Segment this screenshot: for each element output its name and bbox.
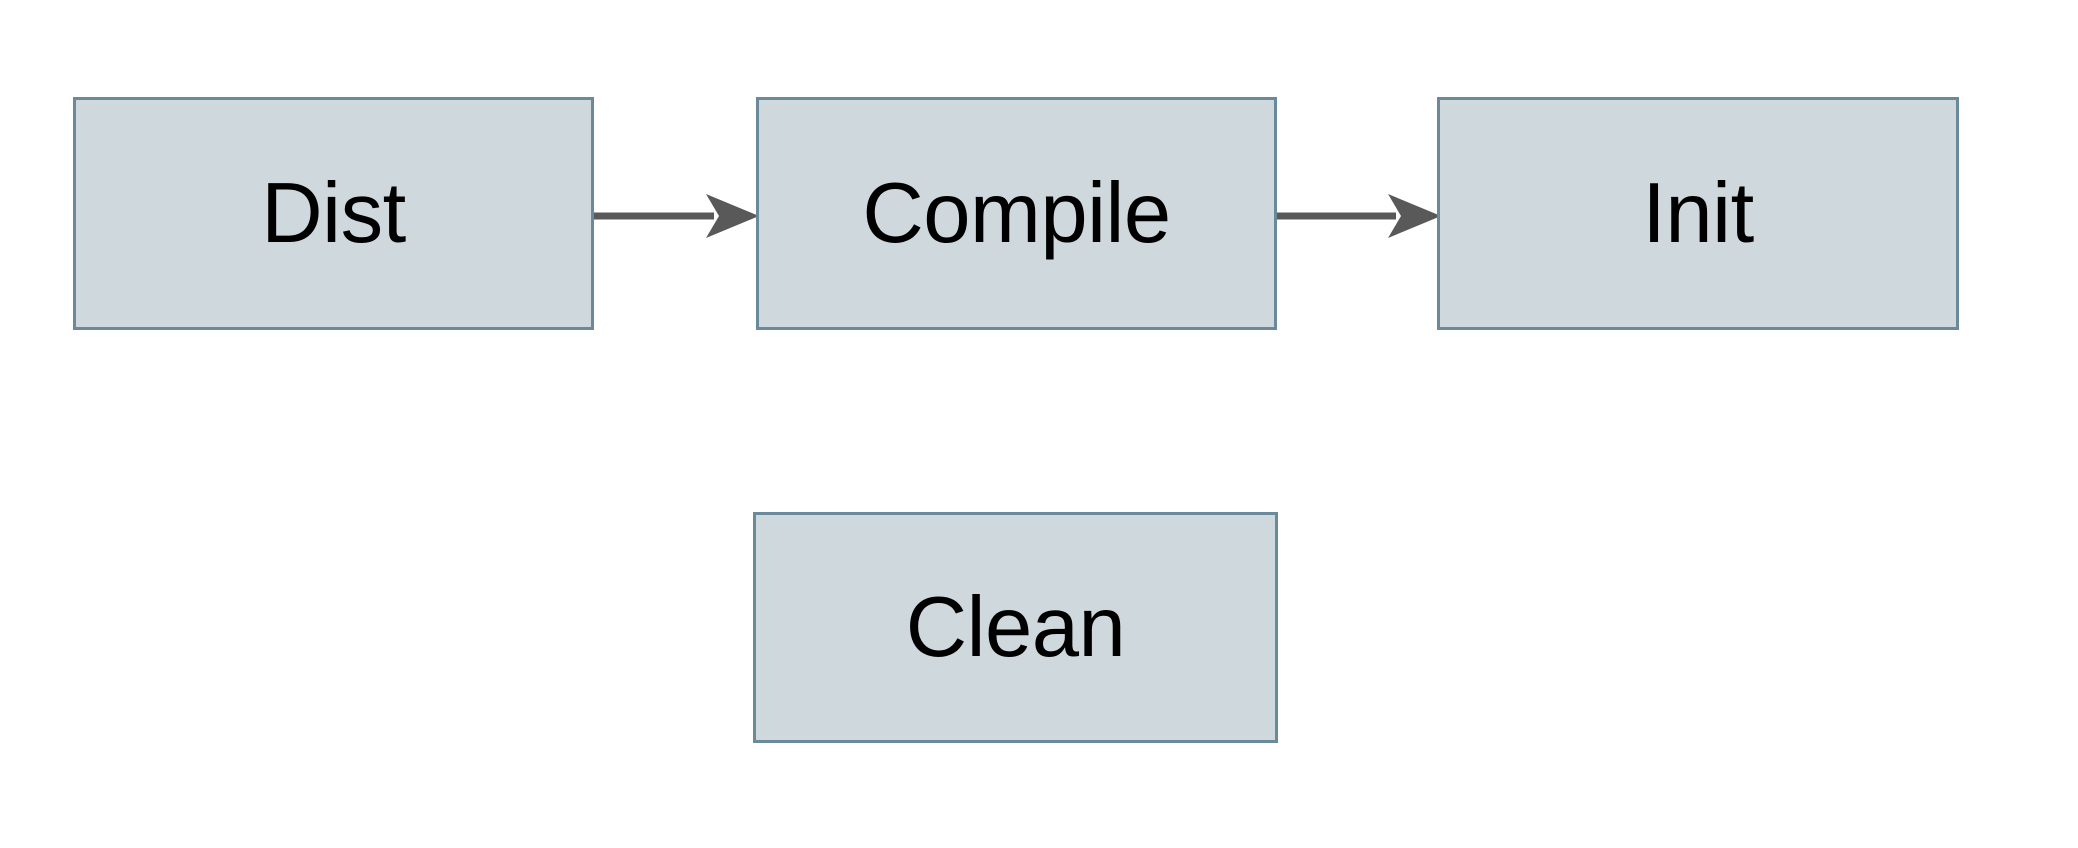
node-dist-label: Dist bbox=[261, 166, 406, 261]
edge-compile-to-init bbox=[1277, 191, 1441, 241]
node-clean-label: Clean bbox=[905, 580, 1126, 675]
node-init-label: Init bbox=[1642, 166, 1754, 261]
arrow-right-icon bbox=[1277, 194, 1441, 238]
node-compile[interactable]: Compile bbox=[756, 97, 1277, 330]
node-compile-label: Compile bbox=[862, 166, 1171, 261]
arrow-right-icon bbox=[594, 194, 759, 238]
node-dist[interactable]: Dist bbox=[73, 97, 594, 330]
node-init[interactable]: Init bbox=[1437, 97, 1959, 330]
node-clean[interactable]: Clean bbox=[753, 512, 1278, 743]
edge-dist-to-compile bbox=[594, 191, 759, 241]
